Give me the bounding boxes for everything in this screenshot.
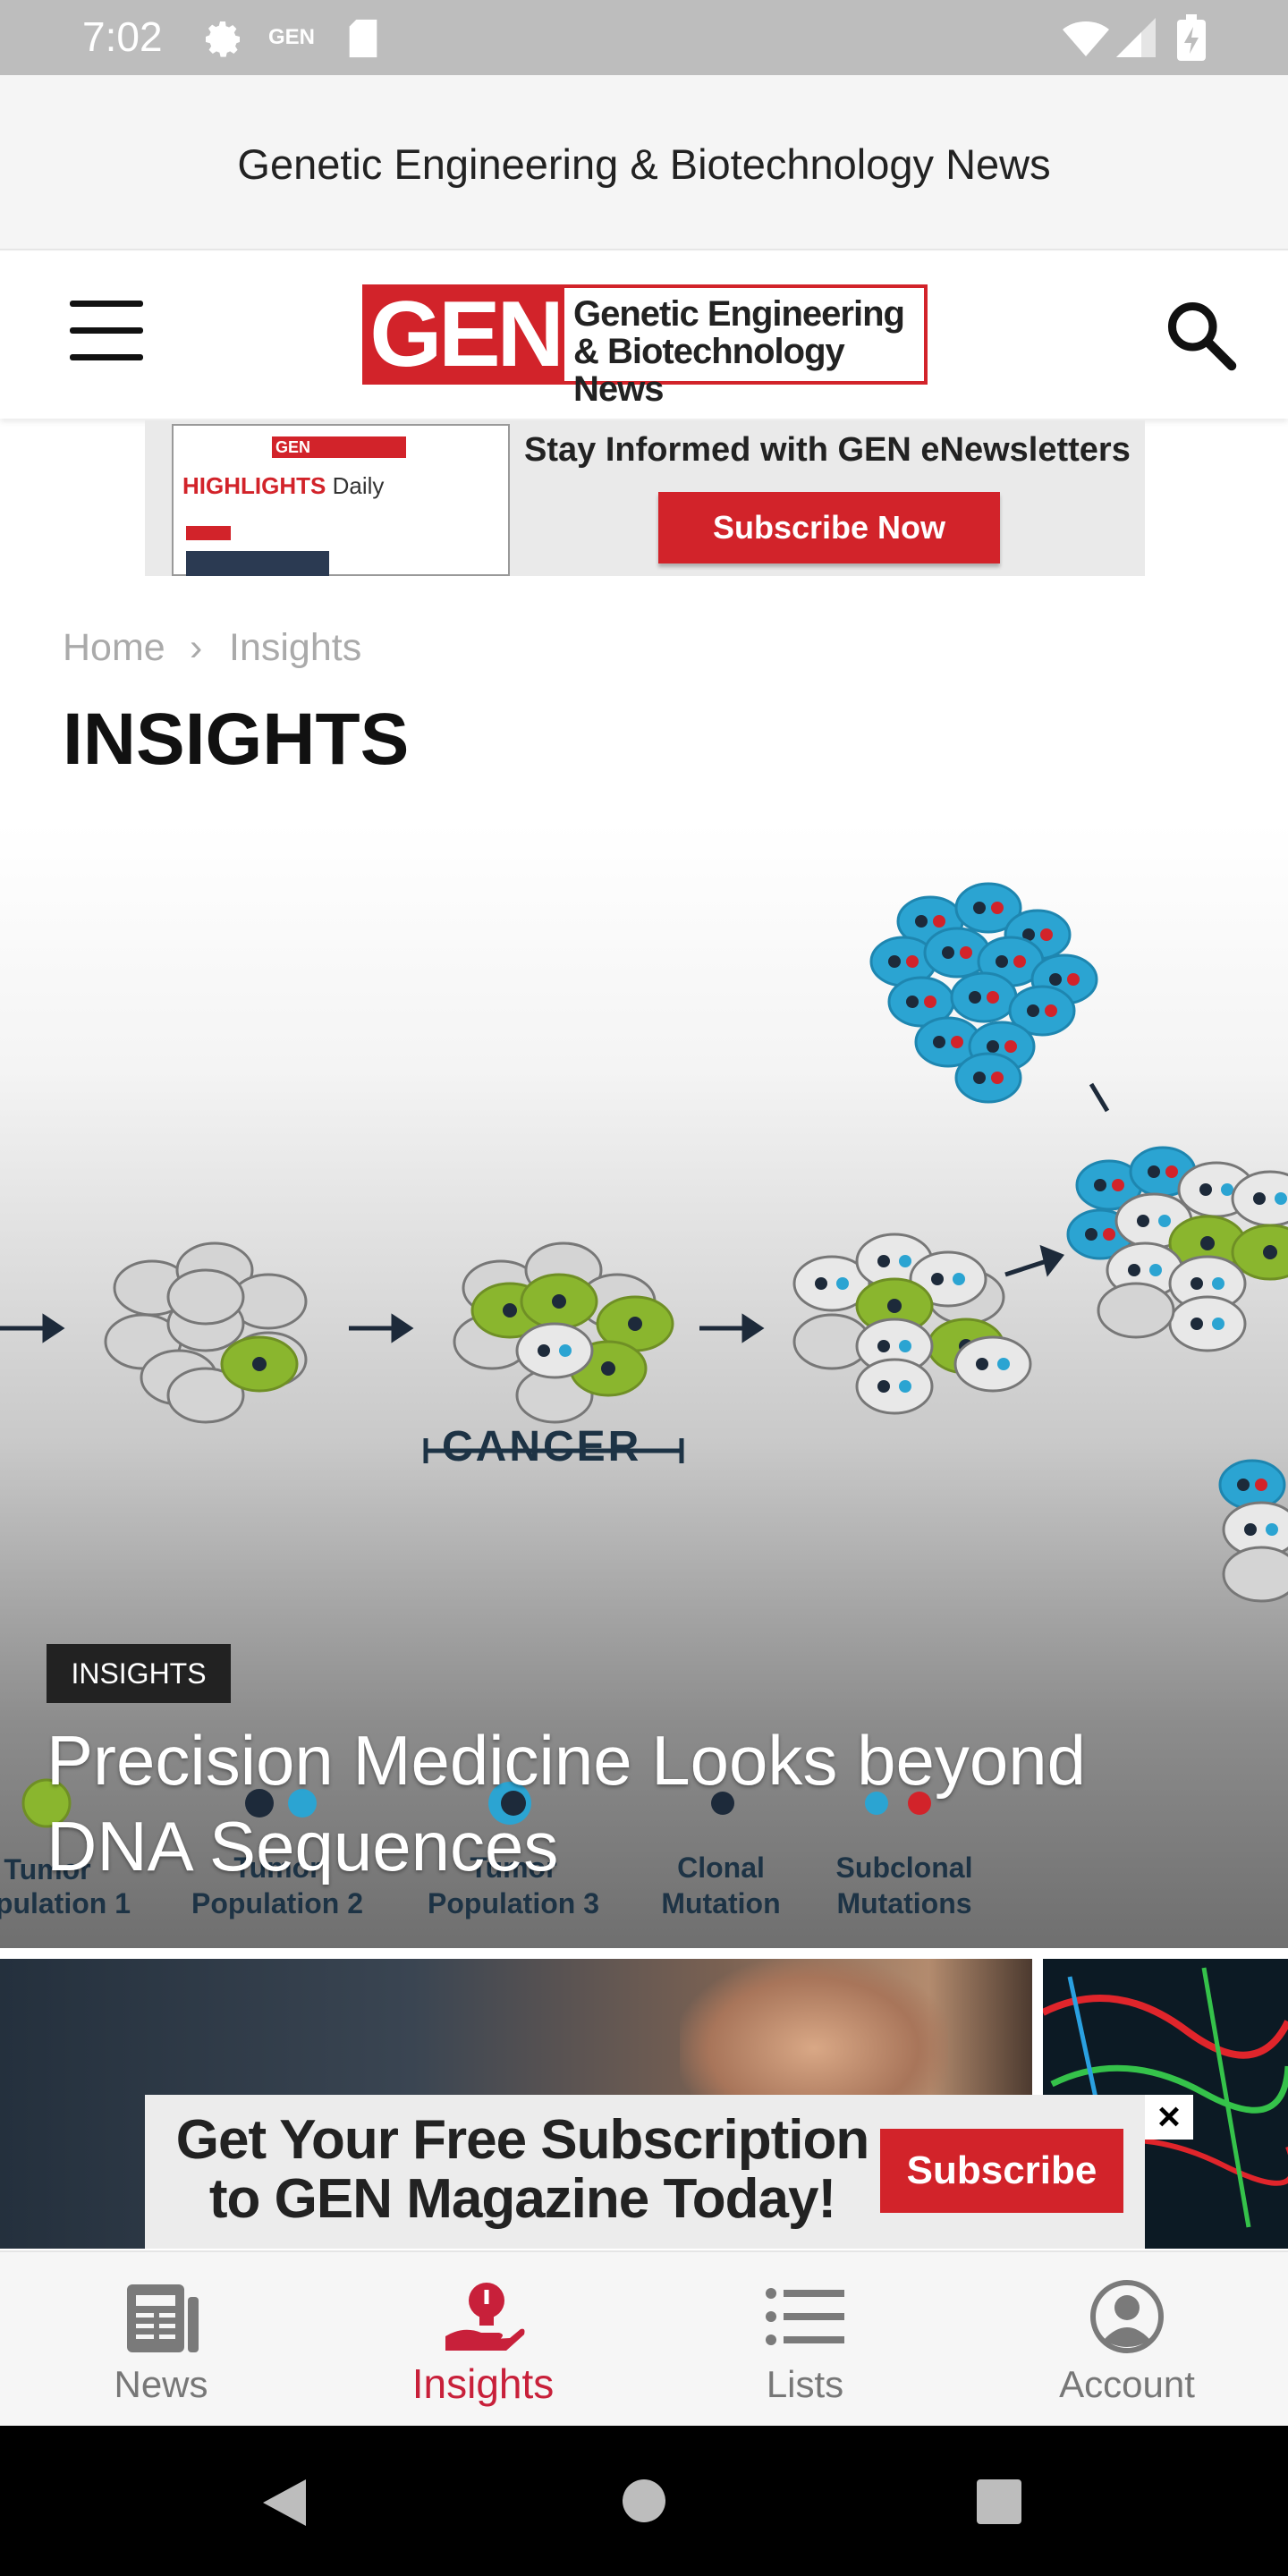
site-header: GEN Genetic Engineering & Biotechnology … [0,252,1288,419]
nav-insights-label: Insights [411,2360,555,2407]
thumb-logo: GEN [272,436,406,458]
legend-pop1-line2: Population 1 [0,1887,131,1919]
breadcrumb-current: Insights [229,626,362,669]
newspaper-icon [127,2284,199,2352]
legend-subclonal-line2: Mutations [836,1887,972,1919]
recents-icon[interactable] [977,2479,1021,2524]
ad-headline: Stay Informed with GEN eNewsletters [524,431,1131,469]
list-icon [766,2288,844,2345]
legend-pop1: Tumor [0,1852,97,1887]
legend-pop2-line2: Population 2 [191,1887,363,1919]
app-title: Genetic Engineering & Biotechnology News [237,140,1051,188]
hamburger-icon[interactable] [63,297,152,369]
logo-subtitle: Genetic Engineering & Biotechnology News [573,295,924,408]
app-title-bar: Genetic Engineering & Biotechnology News [0,75,1288,250]
breadcrumb-separator: › [190,626,203,669]
thumb-title: HIGHLIGHTS Daily [182,472,384,500]
status-bar: 7:02 GEN [0,0,1288,75]
wifi-icon [1063,21,1109,56]
system-navigation-bar [0,2426,1288,2576]
legend-clonal-line1: Clonal [677,1852,765,1884]
subscribe-now-button[interactable]: Subscribe Now [658,492,1000,564]
subscribe-button[interactable]: Subscribe [880,2129,1123,2213]
settings-icon [206,21,240,57]
thumb-title-text: HIGHLIGHTS [182,472,326,499]
logo-subtitle-line1: Genetic Engineering [573,294,905,334]
magazine-subscription-ad[interactable]: Get Your Free Subscription to GEN Magazi… [145,2095,1145,2249]
cancer-label: CANCER [442,1423,642,1470]
signal-icon [1116,18,1156,57]
nav-news[interactable]: News [0,2252,322,2428]
featured-article-card[interactable]: CANCER Tumor Population 1 Tumor Populati… [0,823,1288,1948]
logo-subtitle-line2: & Biotechnology News [573,332,845,409]
thumb-tag [186,526,231,540]
account-icon [1090,2280,1164,2353]
page-title: INSIGHTS [63,699,410,780]
legend-pop1-line1: Tumor [4,1853,91,1885]
gen-logo[interactable]: GEN Genetic Engineering & Biotechnology … [362,284,928,408]
figure-legend: Tumor Population 1 Tumor Population 2 Tu… [0,1852,1288,1923]
newsletter-thumbnail: GEN HIGHLIGHTS Daily [172,424,510,576]
newsletter-ad-banner[interactable]: GEN HIGHLIGHTS Daily Stay Informed with … [145,420,1145,576]
category-badge[interactable]: INSIGHTS [47,1644,231,1703]
nav-lists-label: Lists [766,2363,844,2405]
legend-pop3-line1: Tumor [470,1852,557,1884]
status-time: 7:02 [82,13,163,60]
sd-card-icon [349,19,377,58]
thumb-title-daily: Daily [332,472,385,499]
legend-clonal-line2: Mutation [661,1887,781,1919]
thumb-image [186,551,329,576]
home-icon[interactable] [621,2478,667,2524]
nav-news-label: News [114,2363,208,2405]
battery-charging-icon [1177,14,1206,61]
back-icon[interactable] [259,2476,309,2529]
bottom-navigation: News Insights Lists Account [0,2250,1288,2426]
lightbulb-hand-icon [445,2283,525,2351]
featured-article-title[interactable]: Precision Medicine Looks beyond DNA Sequ… [47,1721,1087,1885]
close-ad-icon[interactable]: × [1145,2095,1193,2140]
ad-text-line2: to GEN Magazine Today! [208,2168,836,2230]
legend-pop2-line1: Tumor [233,1852,321,1884]
ad-text-line1: Get Your Free Subscription [175,2109,869,2171]
ad-text: Get Your Free Subscription to GEN Magazi… [165,2111,880,2229]
nav-lists[interactable]: Lists [644,2252,966,2428]
legend-pop3-line2: Population 3 [428,1887,599,1919]
search-icon[interactable] [1163,297,1238,372]
logo-mark: GEN [366,288,564,381]
gen-notification-icon: GEN [268,25,316,49]
nav-account[interactable]: Account [966,2252,1288,2428]
thumb-logo-text: GEN [275,438,311,456]
legend-subclonal-line1: Subclonal [835,1852,973,1884]
tumor-evolution-illustration [0,882,1288,1828]
nav-account-label: Account [1059,2363,1195,2405]
breadcrumb-home[interactable]: Home [63,626,165,669]
nav-insights[interactable]: Insights [322,2252,644,2428]
